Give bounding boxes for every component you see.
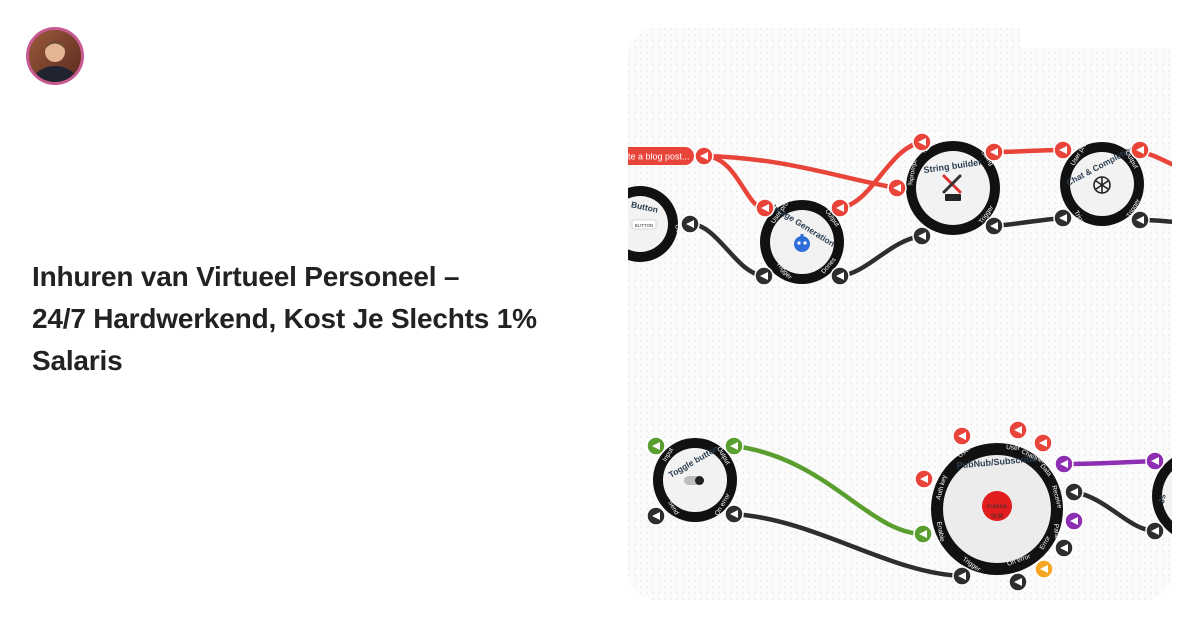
flow-canvas: te a blog post... Button BUTTON Out trig… <box>628 28 1172 600</box>
port-arrow-icon <box>920 475 928 483</box>
toggle-button-node[interactable]: Toggle button Input Output Send On error <box>646 436 744 526</box>
port-arrow-icon <box>730 510 738 518</box>
wire-toggle-to-pubnub-enable <box>731 443 926 537</box>
chat-completion-node[interactable]: Chat & Completion User pro Output Trigge… <box>1053 140 1150 231</box>
page-title: Inhuren van Virtueel Personeel – 24/7 Ha… <box>32 256 592 382</box>
port-arrow-icon <box>1136 146 1144 154</box>
image-generation-node[interactable]: Image Generation User pro Output Trigger… <box>754 198 850 286</box>
wire-toggle-to-pubnub-trigger <box>731 511 965 579</box>
button-widget-label: BUTTON <box>635 223 653 228</box>
canvas-corner-notch <box>1020 28 1172 48</box>
pubnub-badge: SUB <box>991 514 1003 520</box>
string-builder-badge-text: ABC <box>948 196 959 202</box>
title-line-2: 24/7 Hardwerkend, Kost Je Slechts 1% <box>32 303 537 334</box>
port-arrow-icon <box>760 272 768 280</box>
port-arrow-icon <box>836 204 844 212</box>
port-arrow-icon <box>761 204 769 212</box>
button-node[interactable]: Button BUTTON Out trig <box>628 186 700 262</box>
pubnub-enable-label: Enable <box>935 521 945 543</box>
port-arrow-icon <box>1039 439 1047 447</box>
port-arrow-icon <box>1060 544 1068 552</box>
pubnub-params-label: Params <box>1052 524 1061 548</box>
port-arrow-icon <box>919 530 927 538</box>
port-arrow-icon <box>1040 565 1048 573</box>
toggle-switch[interactable] <box>684 476 704 485</box>
title-line-1: Inhuren van Virtueel Personeel – <box>32 261 460 292</box>
port-arrow-icon <box>958 432 966 440</box>
port-arrow-icon <box>652 442 660 450</box>
json-node-title: Js <box>1156 493 1168 504</box>
port-arrow-icon <box>918 138 926 146</box>
pubnub-subscribe-node[interactable]: PubNub/Subscribe PubNub SUB User UUI Use… <box>913 420 1084 592</box>
port-arrow-icon <box>1070 517 1078 525</box>
port-arrow-icon <box>1060 460 1068 468</box>
image-generation-robot-icon <box>794 234 810 252</box>
port-arrow-icon <box>1151 527 1159 535</box>
port-arrow-icon <box>686 220 694 228</box>
pubnub-logo: PubNub <box>982 491 1012 521</box>
port-arrow-icon <box>1014 578 1022 586</box>
string-builder-badge <box>945 194 961 201</box>
stringbuilder-b-label: %prompt <box>907 159 918 186</box>
pubnub-user-label: User <box>1006 444 1021 452</box>
port-arrow-icon <box>990 222 998 230</box>
port-arrow-icon <box>730 442 738 450</box>
prompt-input-node[interactable]: te a blog post... <box>628 146 714 166</box>
port-arrow-icon <box>893 184 901 192</box>
port-arrow-icon <box>652 512 660 520</box>
port-arrow-icon <box>918 232 926 240</box>
port-arrow-icon <box>1151 457 1159 465</box>
flow-diagram: te a blog post... Button BUTTON Out trig… <box>628 28 1172 600</box>
button-widget[interactable] <box>631 219 657 230</box>
port-arrow-icon <box>836 272 844 280</box>
port-arrow-icon <box>1059 214 1067 222</box>
port-arrow-icon <box>958 572 966 580</box>
port-arrow-icon <box>1136 216 1144 224</box>
title-line-3: Salaris <box>32 345 123 376</box>
port-arrow-icon <box>1070 488 1078 496</box>
prompt-input-text: te a blog post... <box>628 152 690 162</box>
port-arrow-icon <box>700 152 708 160</box>
wire-stringbuilder-to-chat <box>991 147 1066 155</box>
avatar-photo-icon <box>29 30 81 82</box>
json-node-partial[interactable]: Js <box>1145 450 1172 542</box>
author-avatar <box>26 27 84 85</box>
port-arrow-icon <box>1059 146 1067 154</box>
tools-icon <box>942 174 962 194</box>
port-arrow-icon <box>990 148 998 156</box>
pubnub-logo-text: PubNub <box>987 504 1007 510</box>
openai-logo-icon <box>1093 176 1111 194</box>
port-arrow-icon <box>1014 426 1022 434</box>
wire-imagegen-to-stringbuilder <box>837 139 925 211</box>
